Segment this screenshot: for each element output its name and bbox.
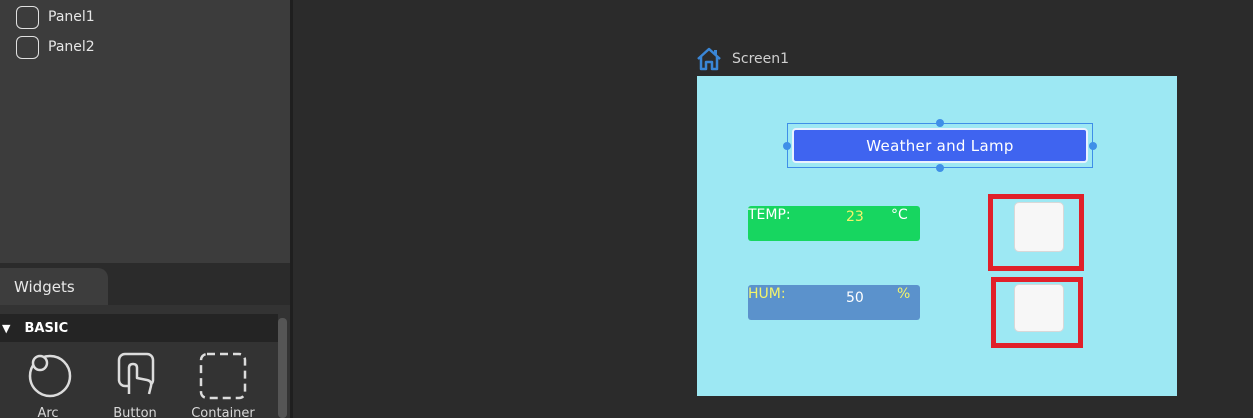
triangle-down-icon: ▼ [2, 321, 11, 335]
tab-widgets[interactable]: Widgets [0, 268, 108, 305]
panel-node-icon [16, 35, 39, 59]
widget-container[interactable]: Container [188, 350, 258, 418]
arc-icon [28, 354, 72, 398]
hum-panel[interactable] [748, 285, 920, 320]
home-icon [697, 47, 721, 71]
panel-divider[interactable] [290, 0, 293, 418]
hierarchy-item-label: Panel2 [48, 39, 95, 55]
hierarchy-panel: Panel1 Panel2 [0, 0, 290, 263]
hierarchy-item-panel1[interactable]: Panel1 [16, 5, 95, 29]
temp-panel[interactable] [748, 206, 920, 241]
resize-handle-right[interactable] [1089, 142, 1097, 150]
title-button[interactable]: Weather and Lamp [792, 128, 1088, 163]
highlight-box-2 [991, 277, 1083, 348]
screen-title[interactable]: Screen1 [696, 46, 789, 72]
highlight-box-1 [988, 194, 1084, 271]
lamp-button-1[interactable] [1014, 202, 1064, 252]
hierarchy-item-label: Panel1 [48, 9, 95, 25]
section-label: BASIC [24, 320, 69, 336]
widget-label: Arc [37, 406, 59, 418]
widget-button[interactable]: Button [100, 350, 170, 418]
resize-handle-top[interactable] [936, 119, 944, 127]
temp-value: 23 [846, 209, 864, 225]
hum-unit: % [897, 286, 911, 302]
lamp-button-2[interactable] [1014, 284, 1064, 332]
resize-handle-bottom[interactable] [936, 164, 944, 172]
widgets-section-basic[interactable]: ▼ BASIC [0, 314, 278, 342]
panel-node-icon [16, 5, 39, 29]
button-hand-icon [117, 352, 155, 395]
container-icon [199, 352, 247, 400]
temp-label: TEMP: [748, 207, 791, 223]
hierarchy-item-panel2[interactable]: Panel2 [16, 35, 95, 59]
screen-name: Screen1 [732, 51, 790, 67]
widget-arc[interactable]: Arc [13, 350, 83, 418]
widget-label: Container [191, 406, 255, 418]
widget-label: Button [113, 406, 157, 418]
resize-handle-left[interactable] [783, 142, 791, 150]
widgets-scrollbar[interactable] [278, 318, 287, 418]
hum-value: 50 [846, 290, 864, 306]
hum-label: HUM: [748, 286, 786, 302]
temp-unit: °C [891, 207, 908, 223]
